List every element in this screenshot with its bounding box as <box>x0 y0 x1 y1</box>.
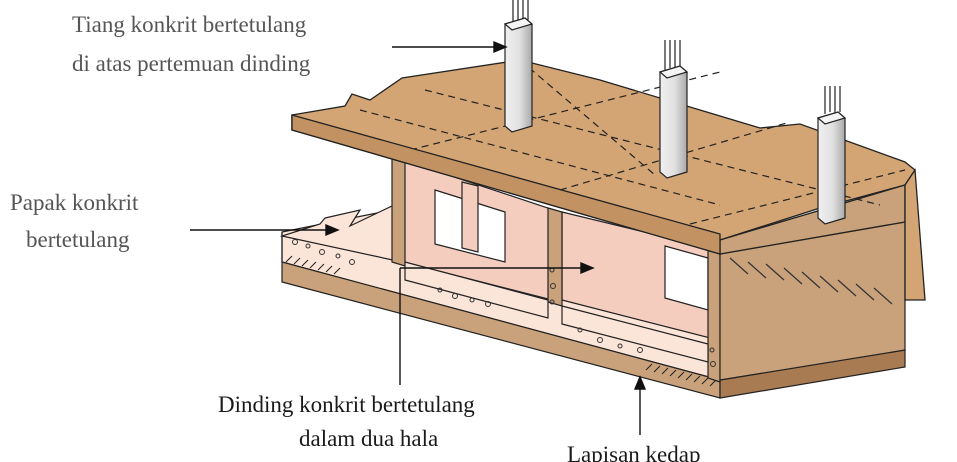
column-label-line2: di atas pertemuan dinding <box>72 51 311 76</box>
roof-slab-top <box>291 59 916 241</box>
concrete-columns <box>503 0 847 225</box>
left-room-floor <box>404 261 549 319</box>
right-room-opening <box>664 245 709 311</box>
column-2 <box>658 40 689 179</box>
concrete-aggregate <box>292 239 716 367</box>
slab-leader-arrow <box>325 223 340 237</box>
center-wall-face <box>547 207 563 307</box>
column-1 <box>503 0 534 133</box>
soil-hatching <box>729 257 893 305</box>
wall-label-line1: Dinding konkrit bertetulang <box>218 392 475 417</box>
slab-label-line1: Papak konkrit <box>10 190 139 215</box>
interior-rooms <box>279 155 721 383</box>
roof-front-face <box>291 114 721 255</box>
left-room-pillar <box>461 181 479 253</box>
membrane-label: Lapisan kedap <box>567 442 700 462</box>
slab-label-line2: bertetulang <box>26 227 130 252</box>
left-wall-face <box>391 155 406 267</box>
wall-label-line2: dalam dua hala <box>299 426 438 451</box>
waterproof-layer-hatching <box>285 255 717 387</box>
column-3 <box>816 86 847 225</box>
roof-slab <box>291 59 926 301</box>
right-room-floor <box>561 305 709 363</box>
leader-lines <box>190 40 647 435</box>
roof-slab-broken-edge <box>904 168 926 301</box>
column-label-line1: Tiang konkrit bertetulang <box>72 12 307 37</box>
roof-dashed-grid <box>359 59 906 225</box>
column-leader-arrow <box>493 40 508 54</box>
membrane-leader-arrow <box>633 375 647 390</box>
wall-leader-arrow <box>580 261 595 275</box>
